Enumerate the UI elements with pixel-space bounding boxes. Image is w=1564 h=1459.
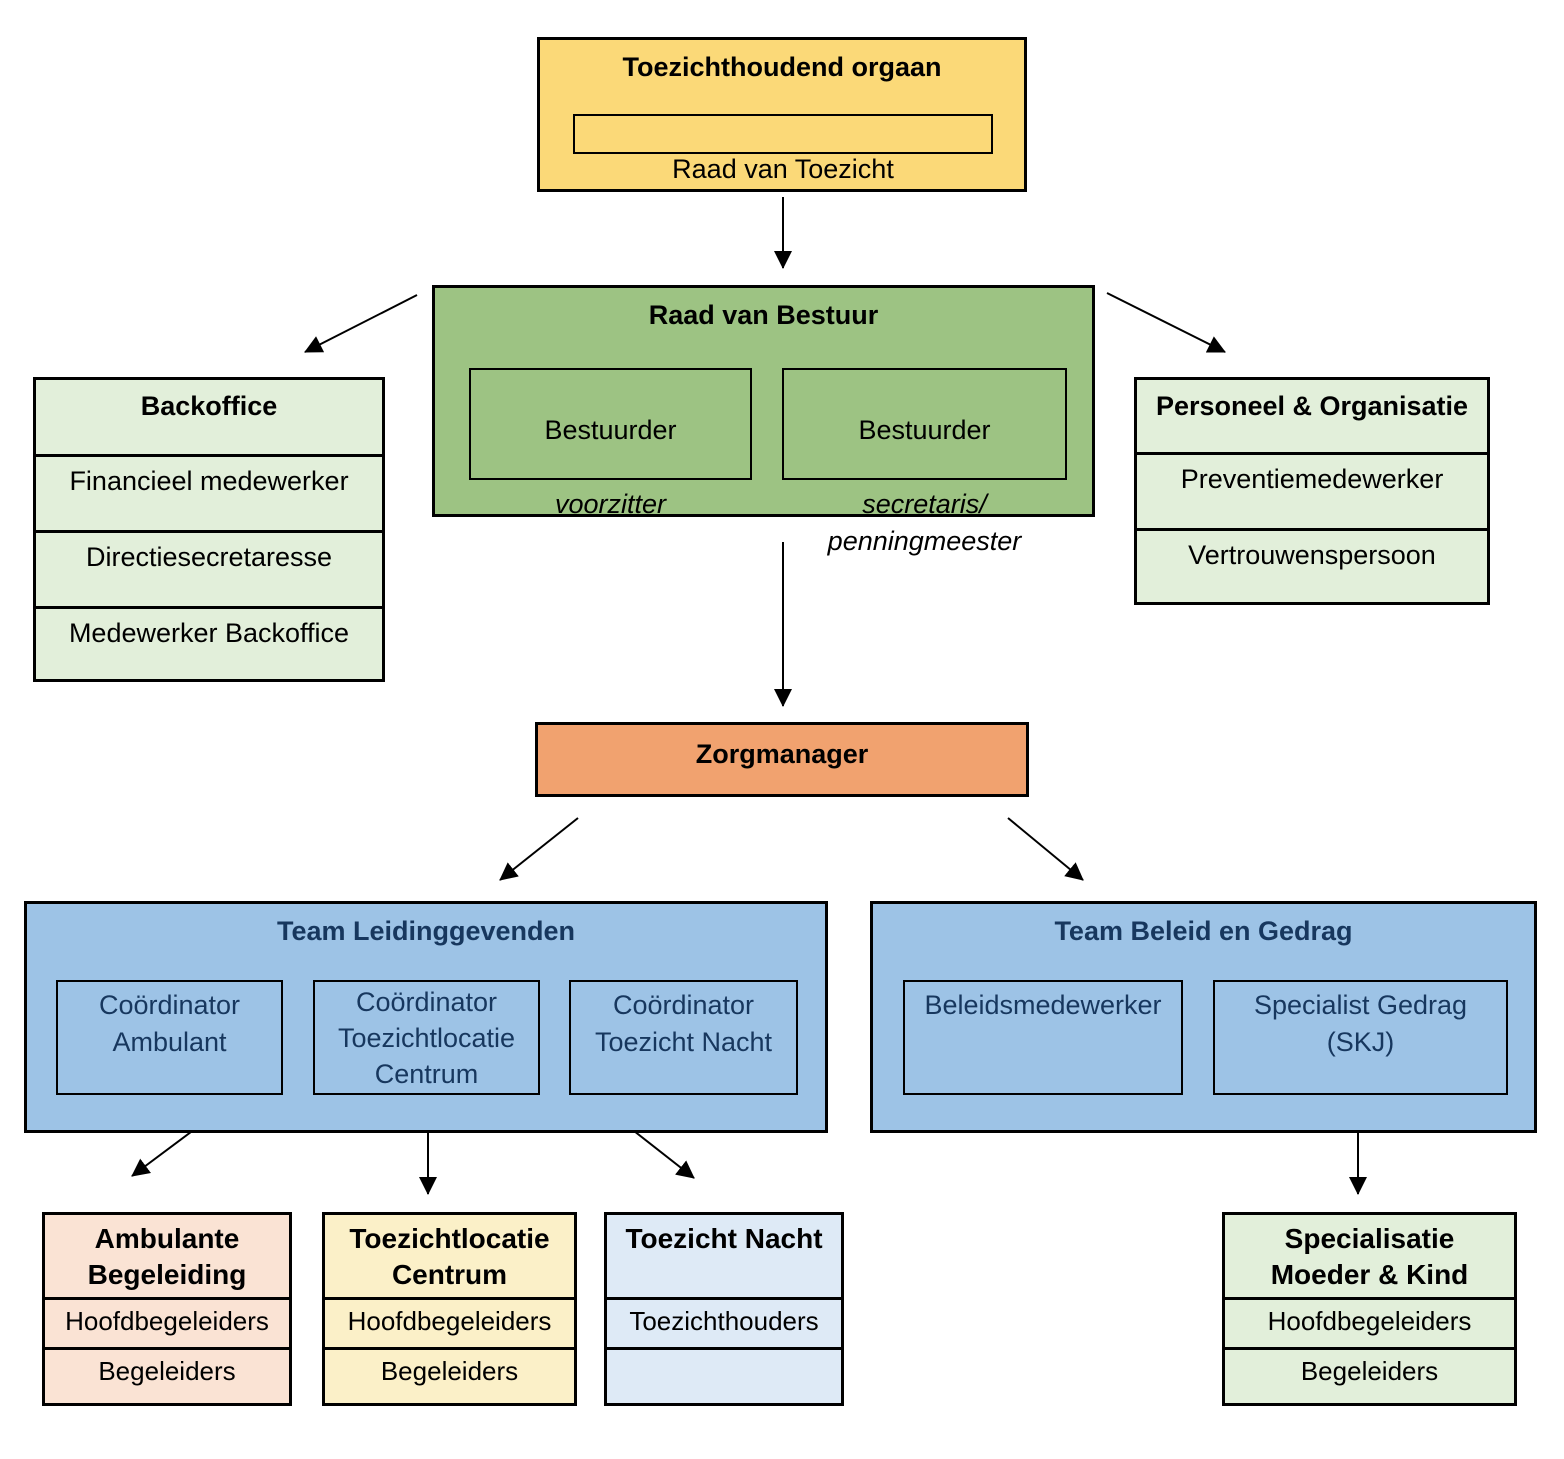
coordinator-toezicht-nacht-box: Coördinator Toezicht Nacht [569, 980, 798, 1095]
centrum-row-begeleiders: Begeleiders [325, 1347, 574, 1403]
toezichthoudend-orgaan-title: Toezichthoudend orgaan [622, 52, 942, 82]
personeel-organisatie-title: Personeel & Organisatie [1155, 391, 1469, 421]
team-beleid-en-gedrag-box: Team Beleid en Gedrag Beleidsmedewerker … [870, 901, 1537, 1133]
personeel-row-vertrouwenspersoon: Vertrouwenspersoon [1137, 528, 1487, 602]
coordinator-ambulant-box: Coördinator Ambulant [56, 980, 283, 1095]
bestuurder-secretaris-box: Bestuurder secretaris/ penningmeester [782, 368, 1067, 556]
toezichtlocatie-centrum-box: Toezichtlocatie Centrum Hoofdbegeleiders… [322, 1212, 577, 1406]
ambulante-row-begeleiders: Begeleiders [45, 1347, 289, 1403]
specialisatie-row-hoofdbegeleiders: Hoofdbegeleiders [1225, 1297, 1514, 1347]
backoffice-title: Backoffice [140, 391, 278, 421]
ambulante-begeleiding-box: Ambulante Begeleiding Hoofdbegeleiders B… [42, 1212, 292, 1406]
connector-arrow [1106, 292, 1226, 353]
backoffice-row-financieel: Financieel medewerker [36, 454, 382, 530]
connector-arrow [499, 817, 579, 881]
coordinator-toezichtlocatie-centrum-box: Coördinator Toezichtlocatie Centrum [313, 980, 540, 1095]
toezicht-nacht-title: Toezicht Nacht [625, 1223, 823, 1254]
connector-arrow [304, 294, 418, 353]
team-leidinggevenden-box: Team Leidinggevenden Coördinator Ambulan… [24, 901, 828, 1133]
raad-van-bestuur-box: Raad van Bestuur Bestuurder voorzitter B… [432, 285, 1095, 556]
zorgmanager-title: Zorgmanager [695, 739, 869, 769]
toezichtlocatie-centrum-title: Toezichtlocatie Centrum [349, 1223, 550, 1290]
specialisatie-moeder-kind-title: Specialisatie Moeder & Kind [1270, 1223, 1469, 1290]
centrum-row-hoofdbegeleiders: Hoofdbegeleiders [325, 1297, 574, 1347]
team-beleid-en-gedrag-title: Team Beleid en Gedrag [1054, 916, 1353, 946]
bestuurder-role-label: Bestuurder [544, 415, 677, 445]
toezicht-nacht-box: Toezicht Nacht Toezichthouders [604, 1212, 844, 1406]
bestuurder-secretaris-label: secretaris/ penningmeester [827, 489, 1022, 556]
connector-arrow [1007, 817, 1084, 881]
specialisatie-moeder-kind-box: Specialisatie Moeder & Kind Hoofdbegelei… [1222, 1212, 1517, 1406]
personeel-organisatie-box: Personeel & Organisatie Preventiemedewer… [1134, 377, 1490, 605]
toezichthoudend-orgaan-box: Toezichthoudend orgaan Raad van Toezicht [537, 37, 1027, 192]
raad-van-toezicht-label: Raad van Toezicht [672, 154, 894, 184]
specialisatie-row-begeleiders: Begeleiders [1225, 1347, 1514, 1403]
backoffice-row-medewerker: Medewerker Backoffice [36, 606, 382, 679]
nacht-row-empty [607, 1347, 841, 1403]
bestuurder-voorzitter-box: Bestuurder voorzitter [469, 368, 752, 519]
bestuurder-role-label: Bestuurder [858, 415, 991, 445]
team-leidinggevenden-title: Team Leidinggevenden [276, 916, 576, 946]
zorgmanager-box: Zorgmanager [535, 722, 1029, 797]
ambulante-begeleiding-title: Ambulante Begeleiding [87, 1223, 247, 1290]
nacht-row-toezichthouders: Toezichthouders [607, 1297, 841, 1347]
specialist-gedrag-box: Specialist Gedrag (SKJ) [1213, 980, 1508, 1095]
backoffice-row-directiesecretaresse: Directiesecretaresse [36, 530, 382, 606]
beleidsmedewerker-box: Beleidsmedewerker [903, 980, 1183, 1095]
raad-van-bestuur-title: Raad van Bestuur [648, 300, 879, 330]
raad-van-toezicht-box: Raad van Toezicht [573, 114, 993, 184]
backoffice-box: Backoffice Financieel medewerker Directi… [33, 377, 385, 682]
personeel-row-preventiemedewerker: Preventiemedewerker [1137, 452, 1487, 528]
bestuurder-voorzitter-label: voorzitter [554, 489, 667, 519]
ambulante-row-hoofdbegeleiders: Hoofdbegeleiders [45, 1297, 289, 1347]
